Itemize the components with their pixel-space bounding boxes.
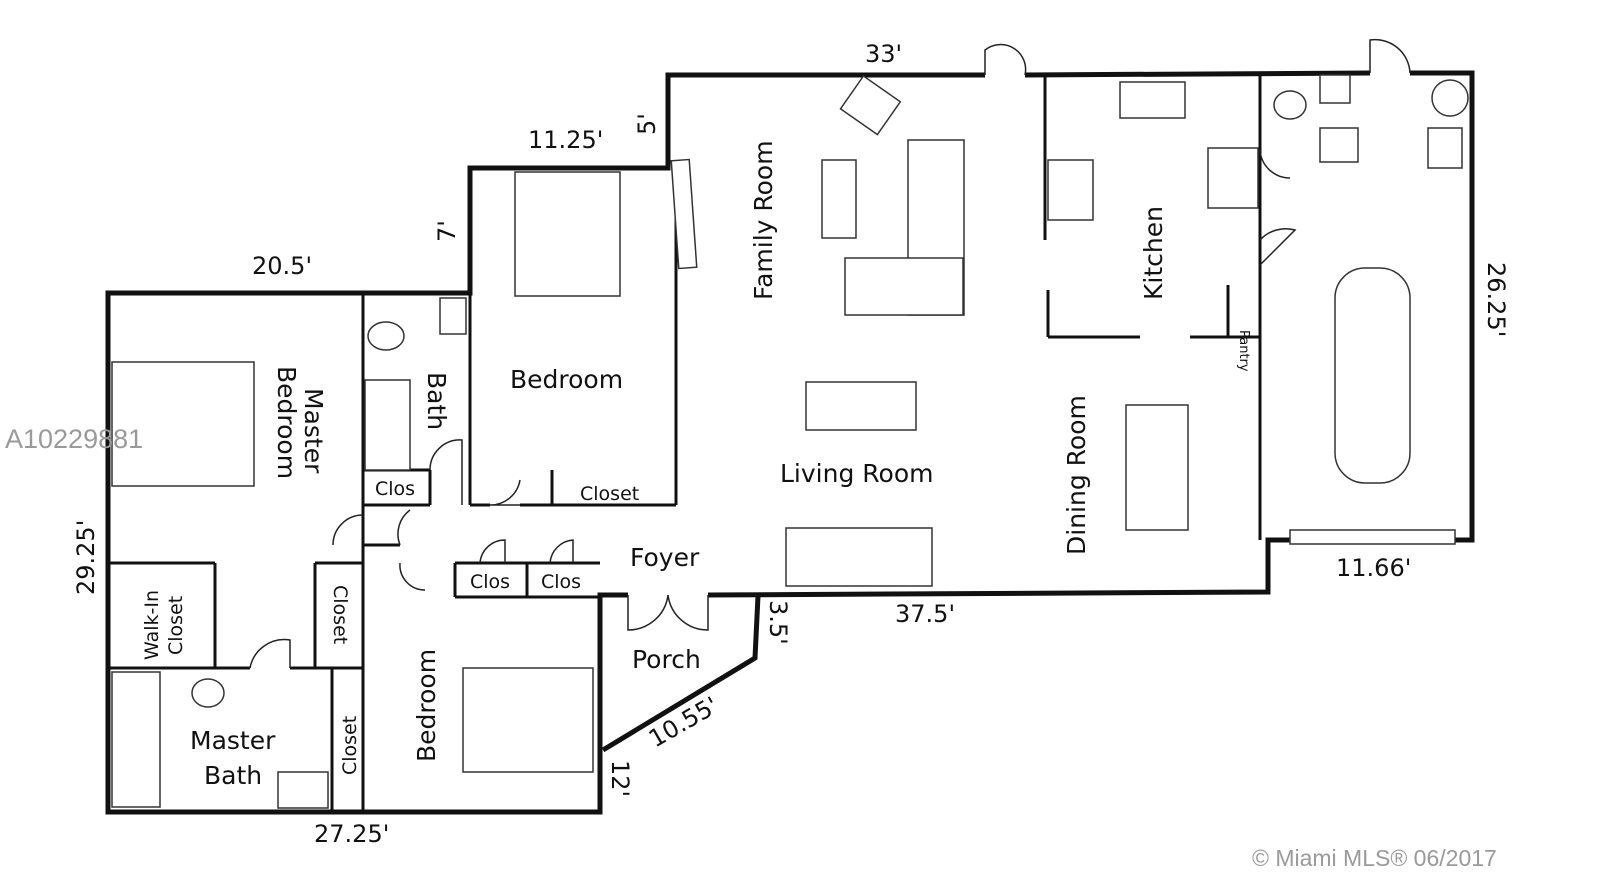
label-master-bedroom-2: Bedroom xyxy=(272,366,301,479)
label-walk-in: Walk-In xyxy=(141,590,163,660)
dim-12: 12' xyxy=(606,760,634,797)
dimension-labels: 33' 5' 11.25' 7' 20.5' 26.25' 11.66' 37.… xyxy=(72,40,1510,848)
bed-icon xyxy=(514,171,621,297)
label-dining-room: Dining Room xyxy=(1062,395,1091,555)
room-labels: Family Room Kitchen Pantry Bedroom Maste… xyxy=(141,140,1251,790)
doors xyxy=(249,38,1456,669)
label-clos-1: Clos xyxy=(470,571,510,593)
toilet-icon xyxy=(191,678,225,708)
label-master-bedroom: Master xyxy=(299,388,328,474)
dining-table-icon xyxy=(1125,404,1189,531)
sink-icon xyxy=(439,297,467,335)
dim-left: 29.25' xyxy=(72,520,100,595)
dim-porch-side: 3.5' xyxy=(764,600,792,645)
label-master-bath-2: Bath xyxy=(204,761,262,790)
dim-top: 33' xyxy=(865,40,902,68)
dim-garage-side: 26.25' xyxy=(1482,262,1510,337)
label-clos-2: Clos xyxy=(541,571,581,593)
label-clos: Clos xyxy=(375,478,415,500)
car-icon xyxy=(1334,267,1411,484)
label-master-bath: Master xyxy=(190,726,276,755)
dim-garage-bottom: 11.66' xyxy=(1336,554,1411,582)
bathtub-icon xyxy=(111,671,161,808)
exterior-walls xyxy=(105,70,1475,815)
dim-master-top: 20.5' xyxy=(252,252,312,280)
water-heater-icon xyxy=(1431,79,1469,117)
label-pantry: Pantry xyxy=(1236,330,1251,372)
toilet-icon xyxy=(367,321,405,351)
sink-icon xyxy=(1319,74,1351,104)
stove-icon xyxy=(1207,147,1259,209)
label-bedroom-top: Bedroom xyxy=(510,365,623,394)
label-living-room: Living Room xyxy=(780,459,933,488)
dim-bottom: 27.25' xyxy=(314,820,389,848)
dim-front: 37.5' xyxy=(895,600,955,628)
label-closet-master: Closet xyxy=(329,585,351,644)
label-family-room: Family Room xyxy=(749,140,778,300)
label-kitchen: Kitchen xyxy=(1139,206,1168,300)
label-foyer: Foyer xyxy=(630,543,700,572)
label-closet-bedroom: Closet xyxy=(339,716,361,775)
bed-icon xyxy=(111,361,255,487)
label-walk-in-closet: Closet xyxy=(165,596,187,655)
dim-7: 7' xyxy=(433,220,461,242)
copyright-watermark: © Miami MLS® 06/2017 xyxy=(1252,845,1497,871)
label-closet: Closet xyxy=(580,483,639,505)
label-porch: Porch xyxy=(632,645,701,674)
label-bedroom-bottom: Bedroom xyxy=(412,649,441,762)
bathtub-icon xyxy=(364,379,411,471)
listing-id-watermark: A10229881 xyxy=(5,424,143,454)
toilet-icon xyxy=(1273,90,1307,120)
dim-bedroom-top: 11.25' xyxy=(528,126,603,154)
label-bath: Bath xyxy=(422,372,451,430)
bed-icon xyxy=(462,667,594,773)
sink-icon xyxy=(1119,81,1186,119)
sink-icon xyxy=(277,771,329,809)
furniture xyxy=(111,74,1469,809)
dim-5: 5' xyxy=(633,113,661,135)
